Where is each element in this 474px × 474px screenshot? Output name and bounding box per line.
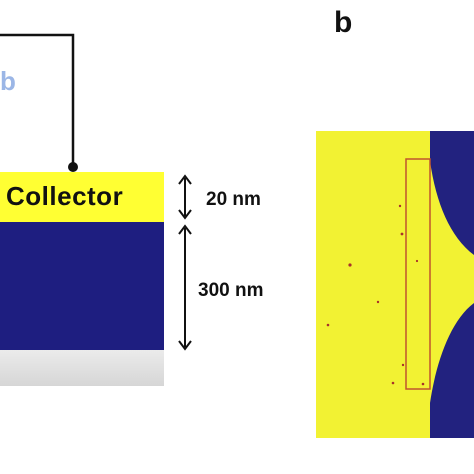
insulator-layer (0, 222, 164, 350)
collector-layer (0, 172, 164, 222)
panel-a-cropped-label: b (0, 66, 16, 96)
thickness-label-collector: 20 nm (206, 189, 261, 210)
device-micrograph (316, 131, 474, 438)
dimension-arrows (178, 174, 192, 351)
micrograph-specks (326, 204, 425, 386)
base-layer (0, 350, 164, 386)
thickness-label-insulator: 300 nm (198, 280, 264, 301)
wire-contact-dot (68, 162, 78, 172)
micrograph-blue-electrode (430, 131, 474, 438)
collector-label: Collector (6, 181, 124, 211)
micrograph-outline-box (405, 158, 431, 390)
panel-b-label: b (334, 6, 353, 39)
